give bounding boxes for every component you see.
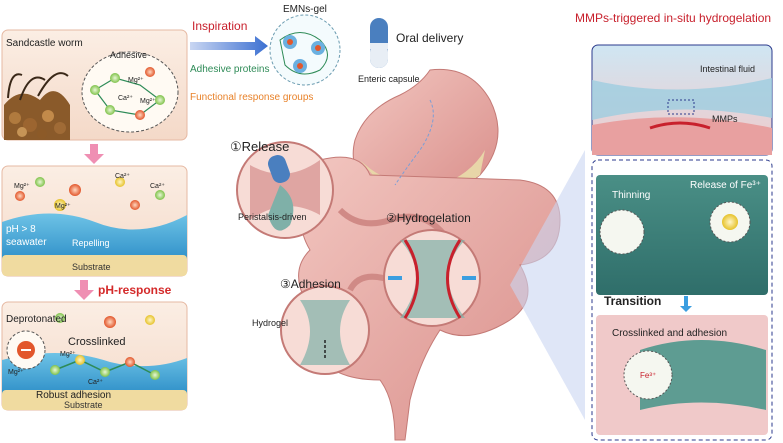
emns-gel-label: EMNs-gel — [283, 4, 327, 15]
sandcastle-worm-illustration — [4, 72, 70, 140]
seawater-label: seawater — [6, 237, 47, 248]
mmps-label: MMPs — [712, 114, 738, 124]
intestinal-fluid-label: Intestinal fluid — [700, 64, 755, 74]
inspiration-section: Inspiration Adhesive proteins Functional… — [190, 19, 313, 103]
zoom-box — [667, 99, 695, 115]
ion-mg-4: Mg²⁺ — [55, 203, 71, 210]
hydrogel-label: Hydrogel — [252, 318, 288, 328]
oral-delivery-label: Oral delivery — [396, 31, 463, 45]
capsule-releasing-icon — [268, 155, 294, 231]
center-section: EMNs-gel Oral delivery Enteric capsule ①… — [230, 4, 561, 441]
ion-mg-2: Mg²⁺ — [140, 98, 156, 105]
release-fe-label: Release of Fe³⁺ — [690, 180, 761, 191]
ion-mg-1: Mg²⁺ — [128, 77, 144, 84]
crosslink-zoom — [623, 350, 673, 400]
hydrogelation-label: ②Hydrogelation — [386, 211, 471, 225]
release-label: ①Release — [230, 139, 289, 154]
peristalsis-label: Peristalsis-driven — [238, 212, 307, 222]
fe-label: Fe³⁺ — [640, 371, 656, 380]
crosslinked-network — [50, 313, 160, 380]
adhesion-label: ③Adhesion — [280, 277, 341, 291]
ion-mg-5: Mg²⁺ — [8, 369, 24, 376]
right-panel: MMPs-triggered in-situ hydrogelation Int… — [575, 11, 773, 441]
ion-mg-6: Mg²⁺ — [60, 351, 76, 358]
enteric-capsule-label: Enteric capsule — [358, 74, 420, 84]
crosslinked-label: Crosslinked — [68, 336, 125, 348]
substrate-label-1: Substrate — [72, 262, 111, 272]
substrate-1 — [2, 255, 187, 276]
ion-ca-2: Ca²⁺ — [115, 173, 130, 180]
robust-adhesion-label: Robust adhesion — [36, 390, 111, 401]
adhesive-proteins-label: Adhesive proteins — [190, 64, 270, 75]
adhesive-label: Adhesive — [110, 50, 147, 60]
left-panel: Sandcastle worm Adhesive Mg²⁺ Ca²⁺ Mg²⁺ … — [1, 29, 188, 411]
enteric-capsule-icon — [370, 18, 388, 68]
inspiration-arrow — [190, 36, 268, 56]
adhesive-network — [90, 67, 165, 120]
ion-ca-1: Ca²⁺ — [118, 95, 133, 102]
emns-gel-network — [279, 32, 328, 75]
seawater-bottom — [2, 352, 187, 395]
ion-ca-3: Ca²⁺ — [150, 183, 165, 190]
ion-particles-middle — [15, 177, 165, 211]
thinning-zoom — [599, 209, 645, 255]
substrate-label-2: Substrate — [64, 400, 103, 410]
ion-mg-3: Mg²⁺ — [14, 183, 30, 190]
crosslinked-adhesion-label: Crosslinked and adhesion — [612, 328, 727, 339]
substrate-2 — [2, 390, 187, 410]
down-arrow-1 — [84, 144, 104, 164]
minus-sign-icon — [21, 349, 31, 351]
transition-label: Transition — [604, 294, 661, 308]
deprotonated-label: Deprotonated — [6, 314, 67, 325]
functional-groups-label: Functional response groups — [190, 92, 313, 103]
repelling-label: Repelling — [72, 238, 110, 248]
ph-label: pH > 8 — [6, 224, 36, 235]
seawater — [2, 213, 187, 262]
zoom-fan — [510, 150, 585, 420]
ion-ca-4: Ca²⁺ — [88, 379, 103, 386]
thinning-label: Thinning — [612, 190, 650, 201]
down-arrow-2 — [74, 280, 94, 300]
inspiration-title: Inspiration — [192, 19, 247, 33]
ph-response-label: pH-response — [98, 283, 172, 297]
worm-label: Sandcastle worm — [6, 38, 83, 49]
right-panel-title: MMPs-triggered in-situ hydrogelation — [575, 11, 771, 25]
transition-arrow — [680, 296, 692, 312]
